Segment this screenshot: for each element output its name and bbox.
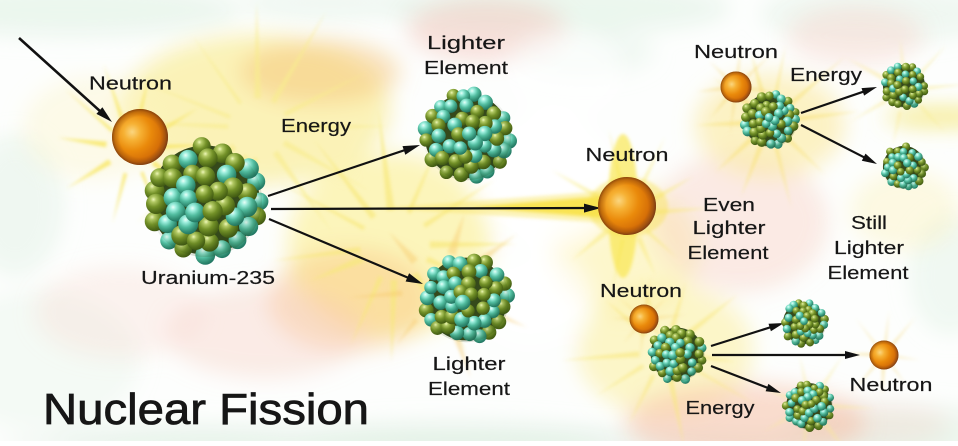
svg-text:Lighter: Lighter: [834, 237, 904, 258]
svg-text:Nuclear Fission: Nuclear Fission: [43, 385, 369, 434]
svg-text:Uranium-235: Uranium-235: [141, 267, 275, 288]
svg-text:Energy: Energy: [281, 115, 352, 136]
svg-text:Neutron: Neutron: [586, 144, 669, 165]
svg-text:Element: Element: [424, 57, 508, 78]
svg-text:Neutron: Neutron: [600, 280, 682, 301]
svg-text:Neutron: Neutron: [850, 374, 933, 395]
svg-text:Element: Element: [828, 262, 909, 283]
svg-text:Neutron: Neutron: [89, 73, 172, 94]
svg-text:Neutron: Neutron: [694, 41, 778, 62]
svg-text:Element: Element: [428, 378, 510, 399]
svg-text:Lighter: Lighter: [427, 32, 505, 53]
svg-text:Still: Still: [851, 212, 887, 233]
svg-text:Even: Even: [703, 194, 755, 215]
svg-text:Energy: Energy: [790, 64, 863, 85]
svg-text:Lighter: Lighter: [433, 353, 506, 374]
svg-text:Lighter: Lighter: [693, 217, 766, 238]
svg-text:Element: Element: [688, 242, 769, 263]
svg-text:Energy: Energy: [686, 397, 756, 418]
